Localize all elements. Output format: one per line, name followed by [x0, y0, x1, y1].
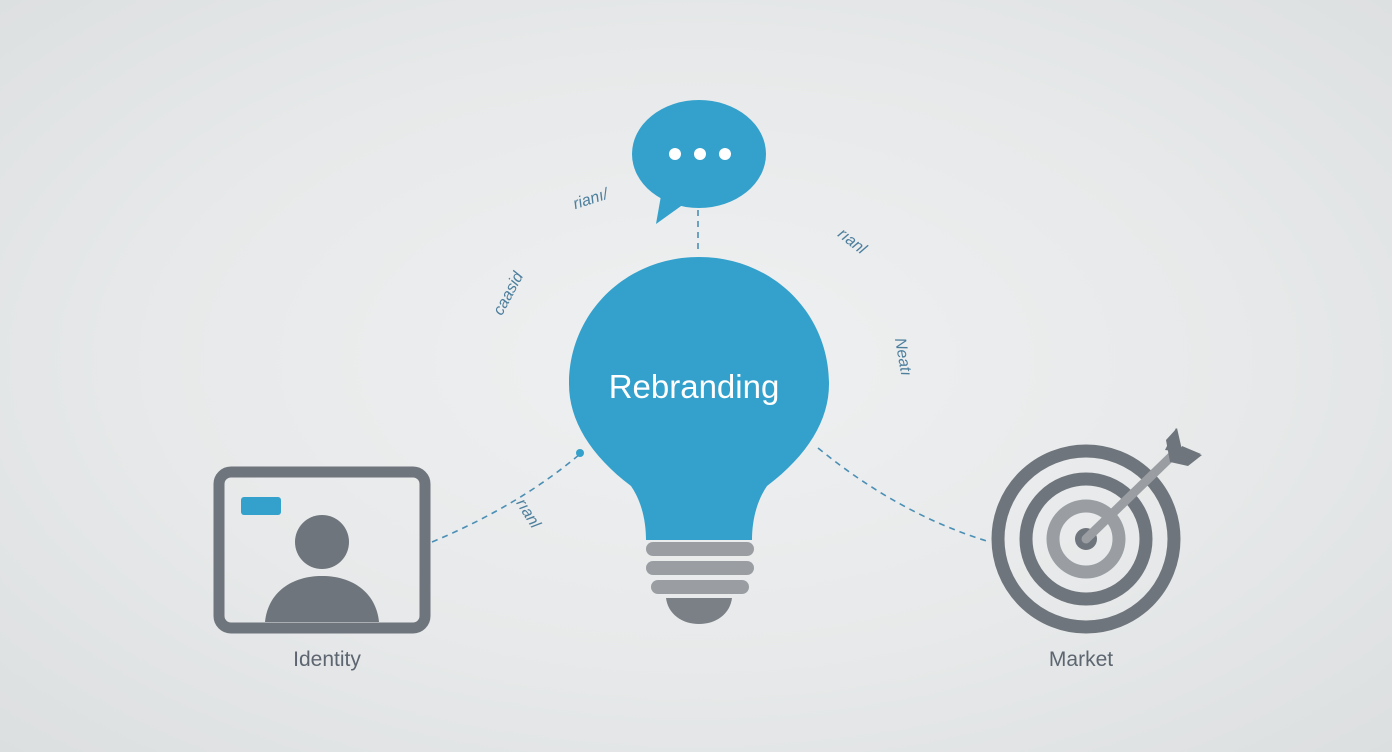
- profile-card-icon: [213, 466, 431, 634]
- connector-market: [817, 447, 991, 543]
- connectors: [431, 210, 991, 543]
- lightbulb-icon: [569, 257, 829, 624]
- center-label: Rebranding: [608, 368, 780, 405]
- market-label: Market: [1048, 648, 1114, 671]
- target-arrow-icon: [991, 428, 1202, 634]
- speech-bubble-icon: [632, 100, 766, 224]
- connector-identity: [431, 453, 581, 543]
- connector-dot: [576, 449, 584, 457]
- identity-label: Identity: [293, 648, 361, 671]
